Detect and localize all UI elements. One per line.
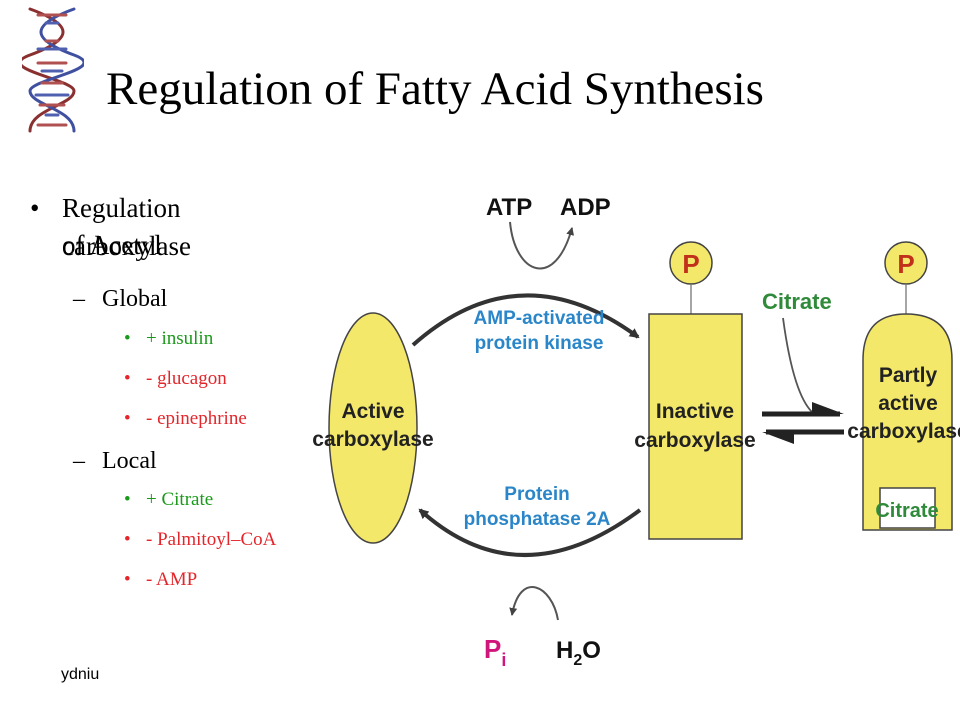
kinase-label-line1: AMP-activated — [474, 308, 605, 329]
phosphate-label: P — [897, 249, 914, 279]
bullet-main-line1: Regulation of Acetyl — [62, 193, 181, 260]
water-pi-arrow — [509, 586, 559, 621]
pi-label: Pi — [484, 634, 506, 670]
bullet-main-line2: carboxylase — [62, 231, 191, 261]
citrate-binding-arrow — [782, 317, 813, 413]
phosphatase-label-line2: phosphatase 2A — [464, 509, 611, 530]
dash-marker: – — [73, 448, 85, 474]
phosphorylation-arrow — [411, 293, 640, 347]
partly-active-line1: Partly — [879, 364, 938, 387]
phosphatase-label-line1: Protein — [504, 484, 569, 505]
kinase-label-line2: protein kinase — [475, 333, 604, 354]
partly-active-carboxylase-shape — [862, 313, 953, 531]
active-carboxylase-line2: carboxylase — [312, 428, 433, 451]
phosphate-label: P — [682, 249, 699, 279]
active-carboxylase-shape — [328, 312, 418, 544]
equilibrium-reverse-head — [762, 432, 794, 444]
water-label: H2O — [556, 637, 601, 669]
inactive-carboxylase-line1: Inactive — [656, 400, 734, 423]
bound-citrate-box — [879, 487, 936, 529]
phosphate-group-icon — [884, 241, 928, 285]
phosphate-group-icon — [669, 241, 713, 285]
dash-marker: – — [73, 286, 85, 312]
inactive-carboxylase-line2: carboxylase — [634, 429, 755, 452]
partly-active-line3: carboxylase — [847, 420, 960, 443]
atp-adp-arrow — [509, 221, 575, 270]
bound-citrate-label: Citrate — [875, 500, 938, 522]
inactive-carboxylase-shape — [648, 313, 743, 540]
slide-title: Regulation of Fatty Acid Synthesis — [106, 63, 764, 115]
dna-helix-icon — [22, 7, 84, 133]
atp-label: ATP — [486, 194, 532, 221]
local-label: Local — [102, 448, 157, 474]
bullet-dot: • — [30, 193, 40, 223]
citrate-label: Citrate — [762, 289, 832, 314]
dephosphorylation-arrow — [418, 508, 642, 557]
partly-active-line2: active — [878, 392, 938, 415]
active-carboxylase-line1: Active — [341, 400, 404, 423]
adp-label: ADP — [560, 194, 611, 221]
footer-author: ydniu — [61, 666, 100, 683]
global-label: Global — [102, 286, 168, 312]
equilibrium-forward-head — [812, 402, 844, 414]
